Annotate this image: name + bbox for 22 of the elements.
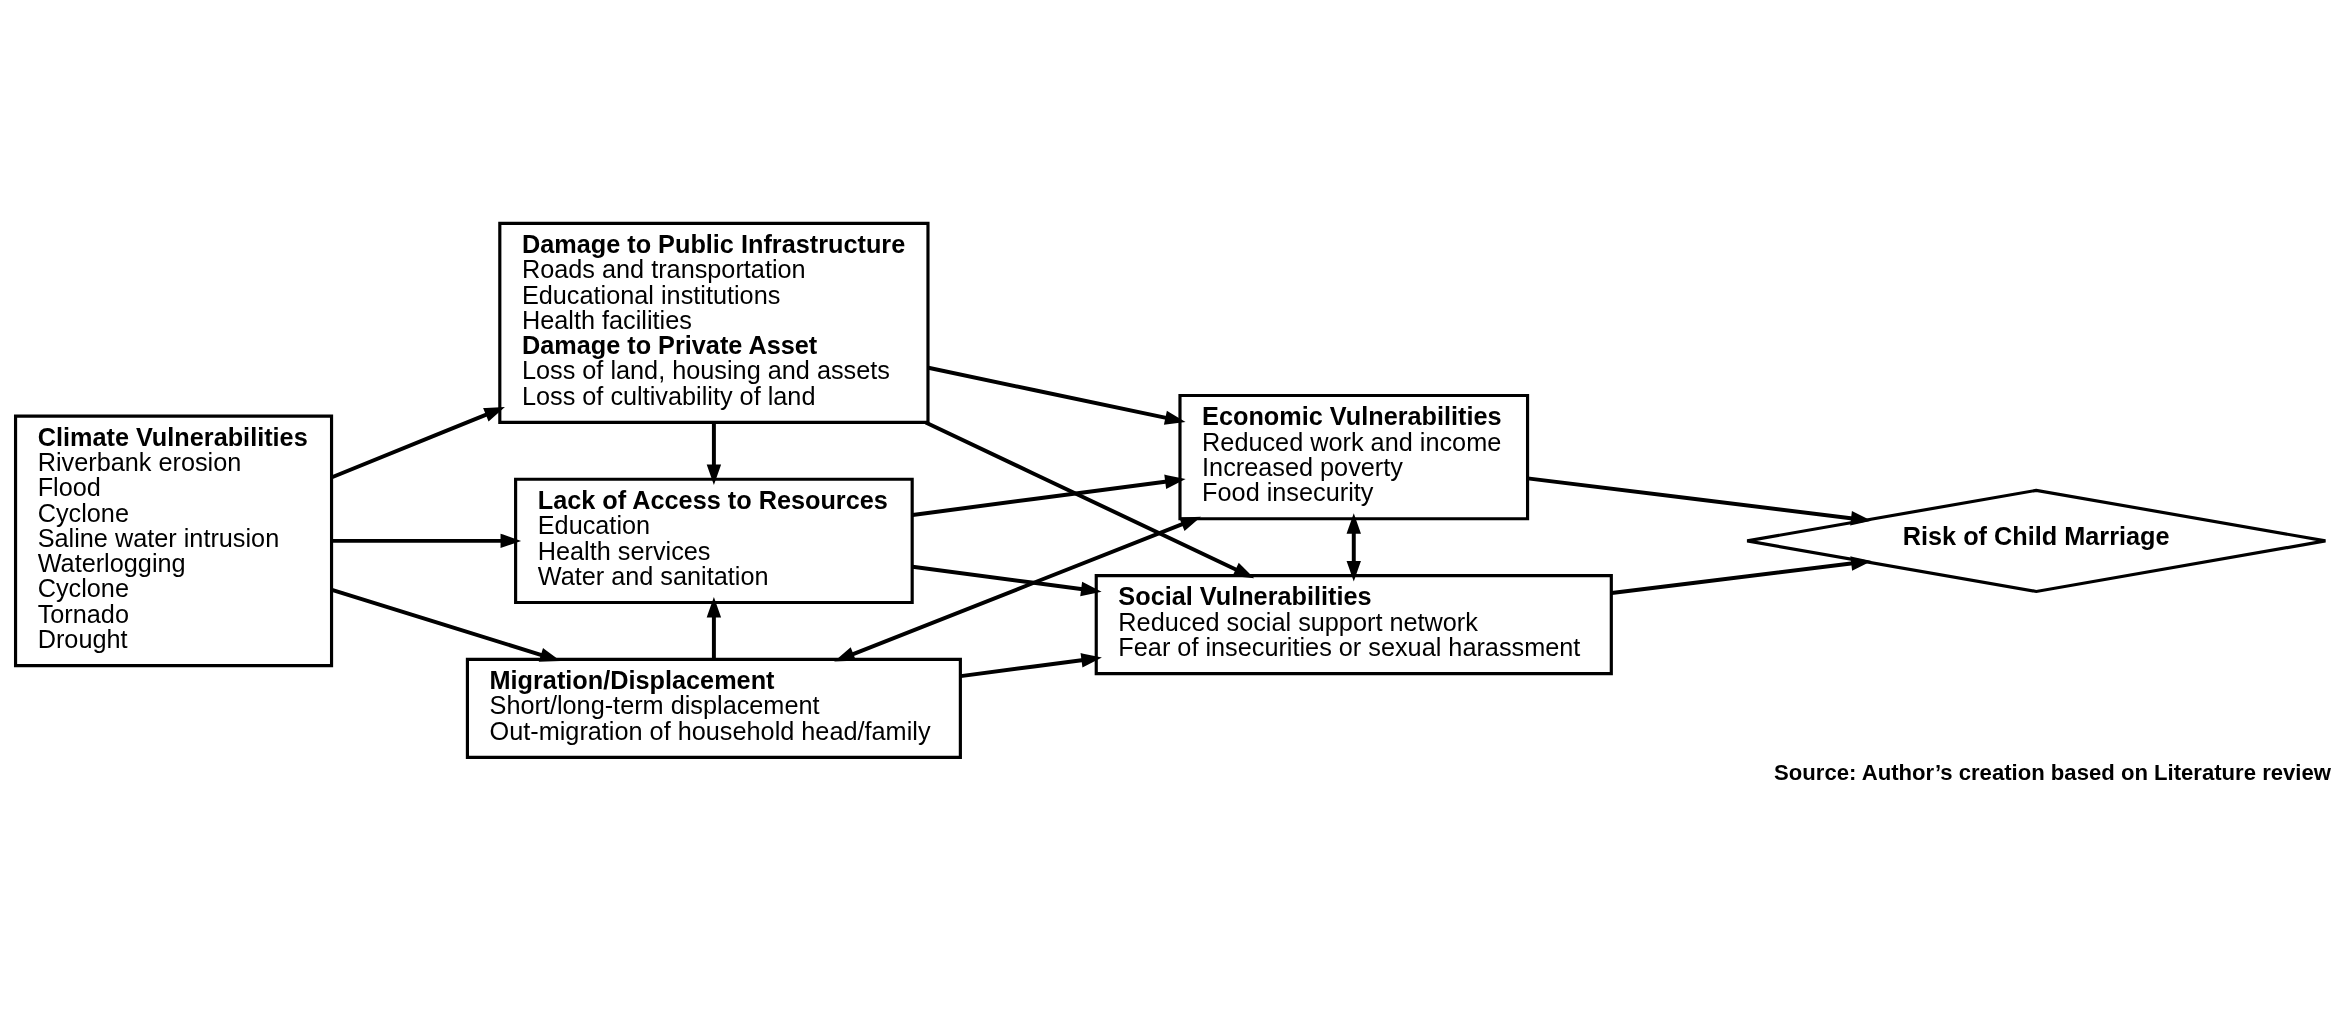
node-box: Damage to Public Infrastructure Roads and transportation Educational institutions Health facilities Damage to Private Asset Loss of land, housing and assets Loss of cultivability of land [498, 221, 930, 424]
arrow [1346, 512, 1361, 582]
arrow [1527, 475, 1872, 525]
node-diamond: Risk of Child Marriage [1745, 488, 2327, 593]
arrow [960, 652, 1102, 678]
node-box: Lack of Access to Resources Education Health services Water and sanitation [514, 477, 914, 604]
arrow [706, 422, 722, 485]
arrow [834, 516, 1202, 662]
arrow [331, 533, 522, 548]
arrow [924, 420, 1255, 578]
arrow [1611, 555, 1872, 595]
node-box: Climate Vulnerabilities Riverbank erosion Flood Cyclone Saline water intrusion Waterlogging Cyclone Tornado Drought [14, 414, 334, 667]
arrow [927, 365, 1186, 425]
arrow [331, 406, 505, 479]
caption: Source: Author’s creation based on Literature review [1774, 759, 2332, 785]
arrow [331, 587, 561, 662]
arrow [912, 564, 1102, 596]
arrow [706, 596, 722, 659]
node-box: Social Vulnerabilities Reduced social support network Fear of insecurities or sexual harassment [1094, 573, 1613, 675]
node-box: Economic Vulnerabilities Reduced work and income Increased poverty Food insecurity [1178, 393, 1530, 520]
node-box: Migration/Displacement Short/long-term displacement Out-migration of household head/family [465, 657, 962, 759]
arrow [912, 474, 1186, 517]
